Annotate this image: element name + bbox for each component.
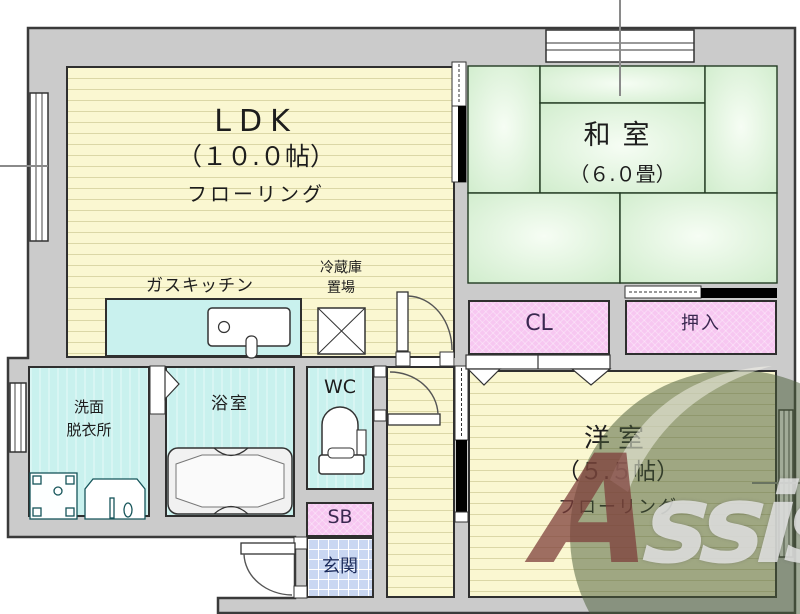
label-entrance: 玄関 [306,556,374,578]
label-oshiire: 押入 [625,313,777,335]
wall-left-upper [28,28,66,366]
ldk-name: LDK [214,104,298,139]
wall-top [28,28,795,66]
label-western: 洋室 （５.５帖） フローリング [468,424,768,518]
washroom-line1: 洗面 [73,398,104,416]
label-washitsu: 和室 （６.０畳） [540,120,705,186]
label-washroom: 洗面 脱衣所 [28,396,150,441]
room-hallway [386,366,455,598]
wall-bottom-left [8,517,306,537]
closet-text: CL [525,311,553,336]
oshiire-text: 押入 [681,313,721,334]
wall-bath-wc [295,366,306,598]
washitsu-name: 和室 [583,120,662,151]
western-floor: フローリング [558,496,678,518]
kitchen-text: ガスキッチン [146,276,254,296]
wall-oshiire-south [610,355,777,370]
entrance-text: 玄関 [322,556,358,577]
room-washroom [28,366,150,517]
label-bathroom: 浴室 [165,394,295,414]
label-fridge: 冷蔵庫 置場 [298,258,384,299]
wall-center-vertical [455,66,468,598]
wall-washroom-bath [150,366,165,517]
fridge-line1: 冷蔵庫 [320,260,362,276]
wall-left-lower [8,358,28,537]
room-bathroom [165,366,295,517]
shoe-box-text: SB [327,506,353,528]
label-wc: WC [306,376,374,399]
western-name: 洋室 [583,424,652,454]
label-shoe-box: SB [306,506,374,529]
washitsu-size: （６.０畳） [569,162,676,187]
wall-cl-oshiire [610,283,625,357]
wall-wc-hall [374,366,386,598]
label-kitchen: ガスキッチン [100,276,300,296]
label-ldk: LDK （１０.０帖） フローリング [66,104,446,206]
wall-right [777,28,795,614]
kitchen-counter [105,298,302,357]
label-closet: CL [468,311,610,337]
wall-bottom [218,598,795,614]
ldk-floor: フローリング [187,182,325,206]
bathroom-text: 浴室 [211,394,249,414]
western-size: （５.５帖） [556,459,680,486]
washroom-line2: 脱衣所 [66,420,112,439]
wall-wc-sb [300,490,374,502]
ldk-size: （１０.０帖） [177,142,335,171]
wc-text: WC [323,376,357,398]
fridge-line2: 置場 [327,280,355,297]
